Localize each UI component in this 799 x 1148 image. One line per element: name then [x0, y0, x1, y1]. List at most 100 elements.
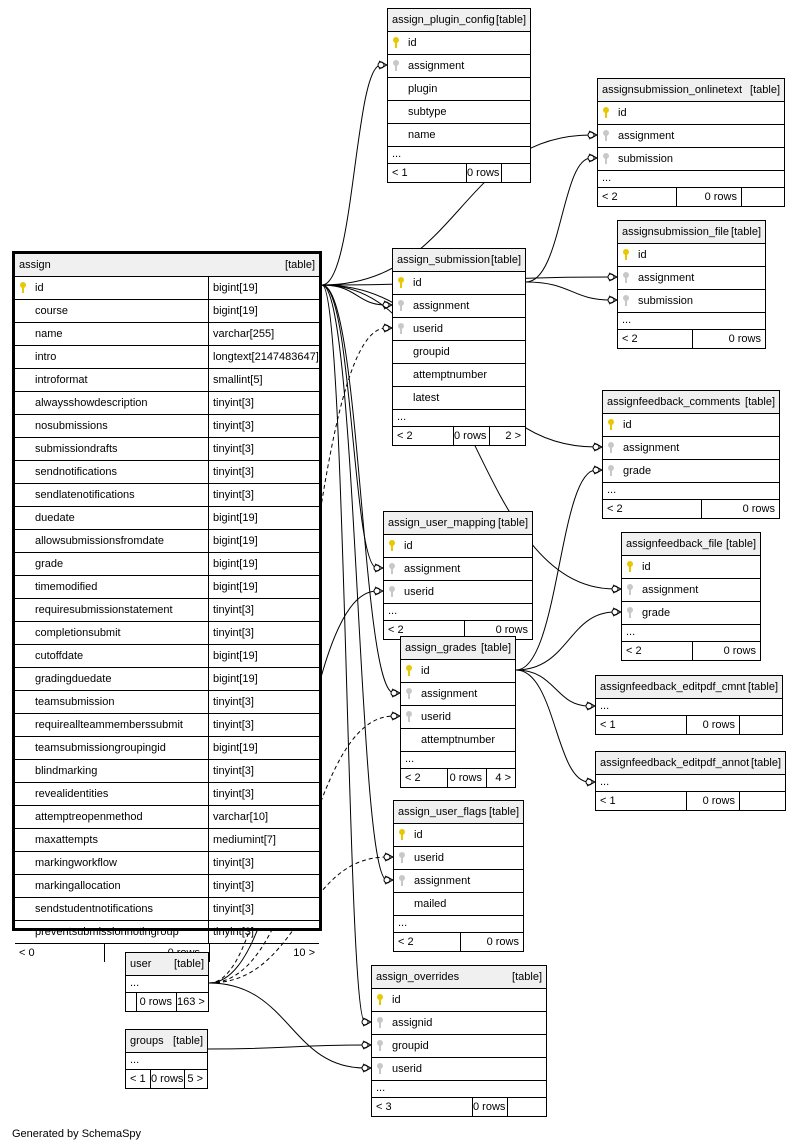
column-type: tinyint[3]	[208, 760, 254, 782]
footer-prev[interactable]: < 3	[376, 1101, 392, 1113]
relationship-line	[321, 284, 366, 1023]
column-name: revealidentities	[35, 788, 109, 800]
column-row: id	[618, 244, 765, 267]
footer-rows: 0 rows	[464, 621, 532, 639]
foreign-key-icon	[623, 272, 629, 284]
footer-prev[interactable]: < 1	[600, 795, 616, 807]
footer-prev[interactable]: < 2	[388, 624, 404, 636]
column-row: assignment	[401, 683, 515, 706]
column-name: requiresubmissionstatement	[35, 604, 173, 616]
table-tag: [table]	[173, 1035, 203, 1047]
footer-next[interactable]	[741, 188, 784, 206]
footer-prev[interactable]: < 1	[392, 167, 408, 179]
table-assignfeedback-editpdf-annot[interactable]: assignfeedback_editpdf_annot[table]...< …	[595, 751, 786, 811]
column-row: assignment	[598, 125, 784, 148]
footer-next[interactable]: 10 >	[209, 944, 319, 962]
table-tag: [table]	[481, 642, 511, 654]
table-header: assign_user_flags[table]	[394, 801, 523, 824]
table-name: assignfeedback_comments	[607, 396, 741, 408]
footer-next[interactable]	[739, 792, 785, 810]
footer-prev[interactable]: < 2	[607, 503, 623, 515]
column-row: userid	[372, 1058, 546, 1081]
footer-next[interactable]	[739, 716, 782, 734]
more-columns-ellipsis: ...	[372, 1081, 546, 1098]
primary-key-icon	[377, 994, 383, 1006]
footer-next[interactable]: 2 >	[489, 427, 525, 445]
column-name: teamsubmission	[35, 696, 115, 708]
table-name: assign_plugin_config	[392, 14, 495, 26]
column-name: maxattempts	[35, 834, 98, 846]
footer-prev[interactable]: < 2	[626, 645, 642, 657]
table-header: assign_grades[table]	[401, 637, 515, 660]
footer-next[interactable]	[507, 1098, 546, 1116]
footer-prev[interactable]: < 0	[19, 947, 35, 959]
table-name: user	[130, 958, 152, 970]
footer-prev[interactable]: < 2	[622, 333, 638, 345]
relationship-line	[321, 284, 378, 569]
column-name: attemptnumber	[413, 369, 487, 381]
column-type: tinyint[3]	[208, 415, 254, 437]
column-name: id	[414, 829, 423, 841]
footer-next[interactable]	[501, 164, 530, 182]
table-footer: < 3 0 rows	[372, 1098, 546, 1116]
foreign-key-icon	[399, 852, 405, 864]
column-name: assignid	[392, 1017, 433, 1029]
column-name: grade	[35, 558, 64, 570]
footer-prev[interactable]: < 2	[602, 191, 618, 203]
table-assignfeedback-editpdf-cmnt[interactable]: assignfeedback_editpdf_cmnt[table]...< 1…	[595, 675, 783, 735]
footer-prev[interactable]: < 2	[397, 430, 413, 442]
column-name: userid	[404, 586, 434, 598]
footer-prev[interactable]: < 2	[398, 936, 414, 948]
relationship-line	[208, 982, 366, 1069]
foreign-key-icon	[377, 1040, 383, 1052]
footer-next[interactable]: 5 >	[184, 1070, 207, 1088]
column-name: assignment	[404, 563, 461, 575]
primary-key-icon	[399, 829, 405, 841]
column-name: submission	[618, 153, 674, 165]
footer-rows: 0 rows	[472, 1098, 507, 1116]
table-name: assignfeedback_editpdf_annot	[600, 757, 750, 769]
column-row: assignment	[388, 55, 530, 78]
primary-key-icon	[393, 37, 399, 49]
more-columns-ellipsis: ...	[622, 625, 760, 642]
column-name: id	[623, 419, 632, 431]
footer-prev[interactable]: < 1	[130, 1073, 146, 1085]
relationship-line	[525, 157, 592, 283]
column-name: id	[404, 540, 413, 552]
column-type: tinyint[3]	[208, 875, 254, 897]
column-name: userid	[413, 323, 443, 335]
foreign-key-icon	[398, 300, 404, 312]
column-name: submissiondrafts	[35, 443, 118, 455]
more-columns-ellipsis: ...	[603, 483, 779, 500]
foreign-key-icon	[389, 586, 395, 598]
footer-prev[interactable]: < 1	[600, 719, 616, 731]
footer-next[interactable]: 4 >	[486, 769, 515, 787]
column-name: id	[421, 665, 430, 677]
column-row: groupid	[393, 341, 525, 364]
footer-next[interactable]: 163 >	[176, 993, 208, 1011]
relationship-line	[525, 281, 612, 301]
footer-prev[interactable]: < 2	[405, 772, 421, 784]
more-columns-ellipsis: ...	[393, 410, 525, 427]
relationship-line	[515, 669, 590, 783]
